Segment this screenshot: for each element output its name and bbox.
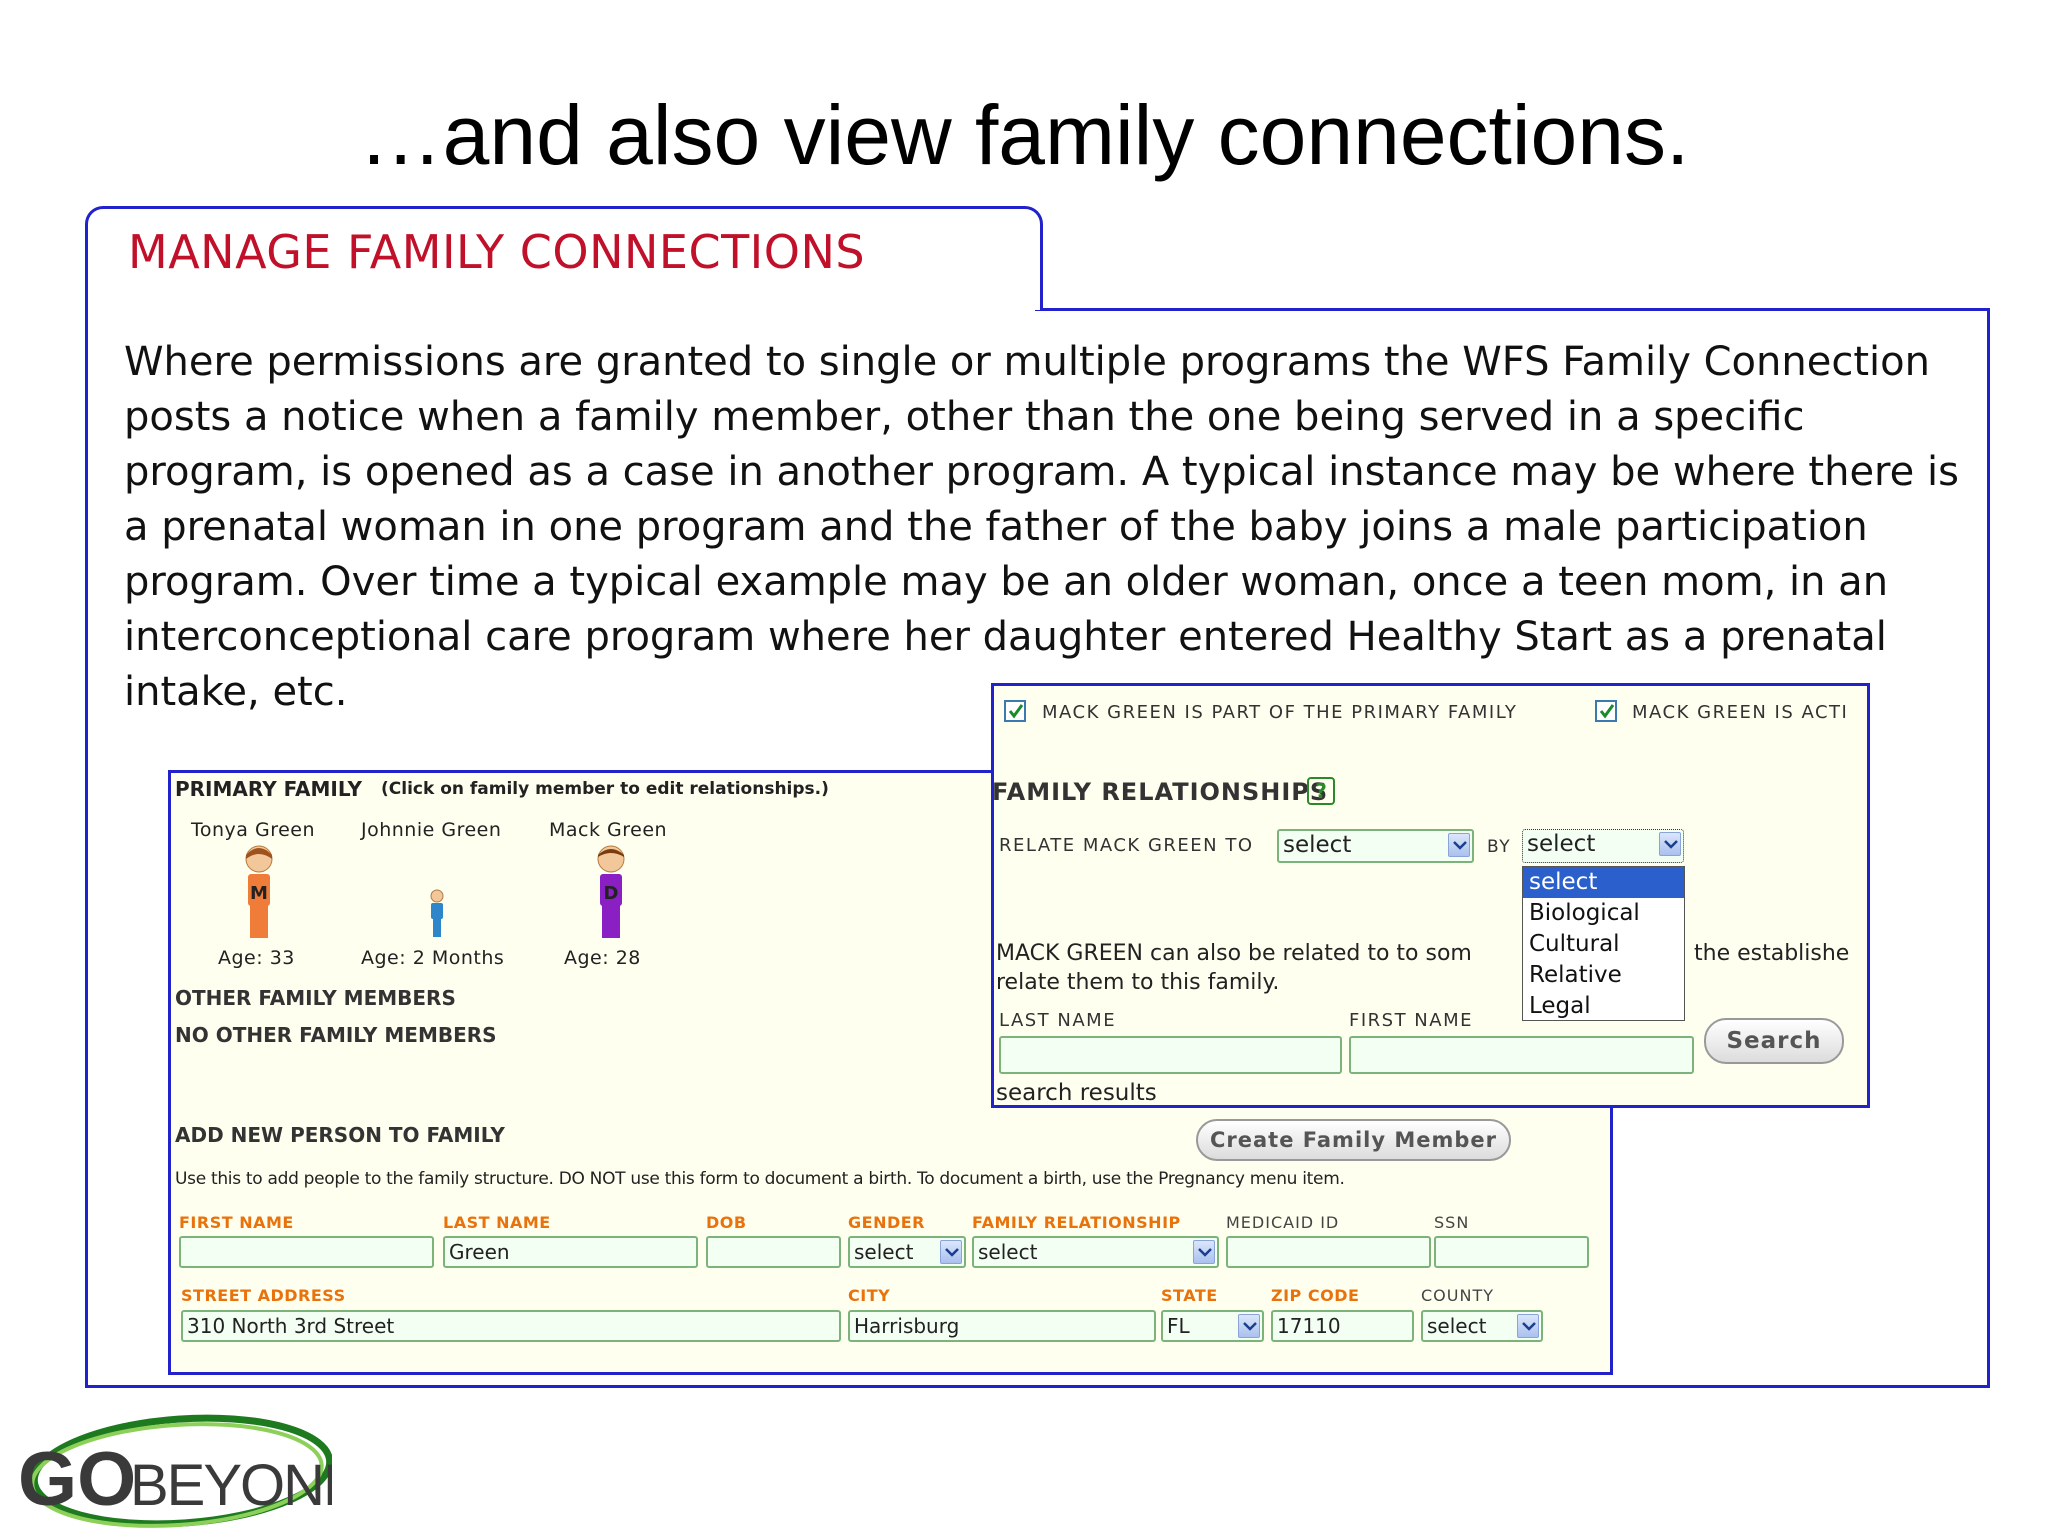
last-name-label: LAST NAME	[443, 1213, 551, 1232]
family-member-mack[interactable]: Mack Green D Age: 28	[549, 819, 689, 969]
other-family-empty: NO OTHER FAMILY MEMBERS	[175, 1023, 497, 1047]
first-name-label: FIRST NAME	[179, 1213, 294, 1232]
by-select[interactable]: select	[1522, 829, 1684, 863]
svg-text:GO: GO	[18, 1437, 136, 1522]
chevron-down-icon[interactable]	[940, 1240, 962, 1264]
by-option[interactable]: Cultural	[1529, 931, 1620, 957]
add-person-note: Use this to add people to the family str…	[175, 1169, 1345, 1189]
related-note-line2: relate them to this family.	[996, 970, 1280, 995]
search-results-label: search results	[996, 1080, 1157, 1106]
active-checkbox[interactable]	[1595, 700, 1617, 722]
go-beyond-logo: GO BEYOND	[12, 1405, 365, 1535]
chevron-down-icon[interactable]	[1448, 833, 1470, 857]
by-label: BY	[1487, 837, 1512, 857]
section-label: MANAGE FAMILY CONNECTIONS	[128, 225, 866, 279]
member-age: Age: 33	[218, 947, 295, 969]
family-member-tonya[interactable]: Tonya Green M Age: 33	[191, 819, 331, 969]
primary-family-heading: PRIMARY FAMILY	[175, 777, 362, 801]
family-relationship-select[interactable]: select	[972, 1236, 1219, 1268]
family-relationship-label: FAMILY RELATIONSHIP	[972, 1213, 1181, 1232]
person-icon-mother: M	[245, 845, 273, 938]
state-label: STATE	[1161, 1286, 1218, 1305]
county-value: select	[1427, 1314, 1487, 1338]
by-option[interactable]: Legal	[1529, 993, 1591, 1019]
svg-text:M: M	[250, 883, 268, 904]
county-label: COUNTY	[1421, 1286, 1494, 1305]
city-label: CITY	[848, 1286, 891, 1305]
svg-text:D: D	[604, 883, 619, 904]
ssn-label: SSN	[1434, 1213, 1470, 1232]
dob-input[interactable]	[706, 1236, 841, 1268]
member-age: Age: 2 Months	[361, 947, 505, 969]
family-relationships-panel: MACK GREEN IS PART OF THE PRIMARY FAMILY…	[991, 683, 1870, 1108]
related-note-left: MACK GREEN can also be related to to som	[996, 941, 1472, 966]
search-last-name-label: LAST NAME	[999, 1010, 1117, 1031]
create-family-member-button[interactable]: Create Family Member	[1196, 1119, 1511, 1161]
slide-title: …and also view family connections.	[358, 88, 1690, 182]
gender-select[interactable]: select	[848, 1236, 966, 1268]
search-first-name-label: FIRST NAME	[1349, 1010, 1473, 1031]
zip-code-label: ZIP CODE	[1271, 1286, 1360, 1305]
street-address-label: STREET ADDRESS	[181, 1286, 346, 1305]
primary-family-checkbox[interactable]	[1004, 700, 1026, 722]
city-input[interactable]: Harrisburg	[848, 1310, 1156, 1342]
chevron-down-icon[interactable]	[1238, 1314, 1260, 1338]
logo-swoosh-icon: GO BEYOND	[18, 1414, 365, 1528]
last-name-input[interactable]: Green	[443, 1236, 698, 1268]
relate-to-value: select	[1283, 832, 1352, 858]
active-check-label: MACK GREEN IS ACTI	[1632, 702, 1849, 723]
member-name: Tonya Green	[191, 819, 316, 841]
primary-family-hint: (Click on family member to edit relation…	[381, 779, 829, 799]
by-value: select	[1527, 831, 1596, 857]
help-icon[interactable]: ?	[1307, 777, 1335, 805]
member-name: Mack Green	[549, 819, 668, 841]
related-note-right: the establishe	[1694, 941, 1850, 966]
person-icon-father: D	[597, 845, 625, 938]
medicaid-id-input[interactable]	[1226, 1236, 1431, 1268]
by-options-list[interactable]: select Biological Cultural Relative Lega…	[1522, 866, 1685, 1021]
family-relationship-value: select	[978, 1240, 1038, 1264]
add-person-heading: ADD NEW PERSON TO FAMILY	[175, 1123, 505, 1147]
checkmark-icon	[1599, 704, 1615, 719]
by-option[interactable]: Relative	[1529, 962, 1622, 988]
zip-code-input[interactable]: 17110	[1271, 1310, 1414, 1342]
county-select[interactable]: select	[1421, 1310, 1543, 1342]
state-select[interactable]: FL	[1161, 1310, 1264, 1342]
chevron-down-icon[interactable]	[1659, 832, 1681, 856]
chevron-down-icon[interactable]	[1517, 1314, 1539, 1338]
dob-label: DOB	[706, 1213, 747, 1232]
person-icon-child	[430, 889, 444, 937]
other-family-heading: OTHER FAMILY MEMBERS	[175, 986, 456, 1010]
member-name: Johnnie Green	[361, 819, 502, 841]
family-member-johnnie[interactable]: Johnnie Green Age: 2 Months	[361, 819, 531, 969]
primary-family-check-label: MACK GREEN IS PART OF THE PRIMARY FAMILY	[1042, 702, 1518, 723]
relate-label: RELATE MACK GREEN TO	[999, 835, 1254, 856]
first-name-input[interactable]	[179, 1236, 434, 1268]
by-option[interactable]: Biological	[1529, 900, 1640, 926]
by-option[interactable]: select	[1523, 867, 1684, 898]
gender-value: select	[854, 1240, 914, 1264]
gender-label: GENDER	[848, 1213, 925, 1232]
search-last-name-input[interactable]	[999, 1036, 1342, 1074]
chevron-down-icon[interactable]	[1193, 1240, 1215, 1264]
medicaid-id-label: MEDICAID ID	[1226, 1213, 1340, 1232]
primary-family-panel: PRIMARY FAMILY (Click on family member t…	[168, 770, 1613, 1375]
section-tab	[85, 206, 1043, 310]
street-address-input[interactable]: 310 North 3rd Street	[181, 1310, 841, 1342]
state-value: FL	[1167, 1314, 1190, 1338]
search-first-name-input[interactable]	[1349, 1036, 1694, 1074]
description-text: Where permissions are granted to single …	[124, 339, 1959, 715]
relate-to-select[interactable]: select	[1277, 829, 1474, 863]
ssn-input[interactable]	[1434, 1236, 1589, 1268]
family-relationships-heading: FAMILY RELATIONSHIPS	[992, 778, 1329, 806]
checkmark-icon	[1008, 704, 1024, 719]
search-button[interactable]: Search	[1704, 1018, 1844, 1064]
svg-text:BEYOND: BEYOND	[130, 1453, 332, 1518]
member-age: Age: 28	[564, 947, 641, 969]
